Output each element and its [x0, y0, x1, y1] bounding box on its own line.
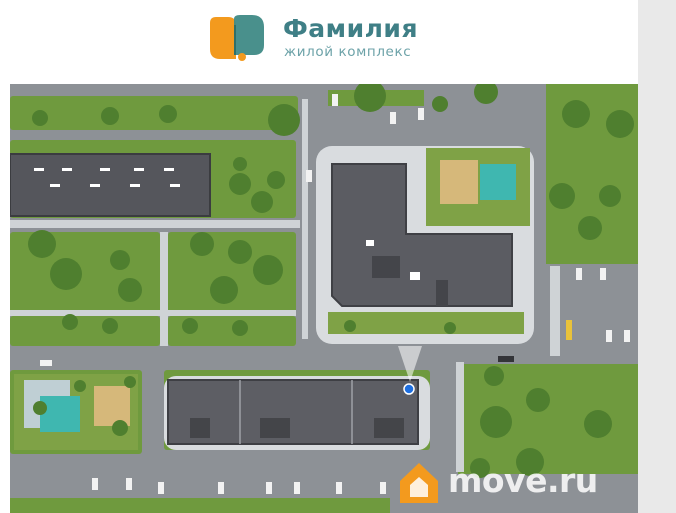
roof-element — [436, 280, 448, 306]
site-plan-map[interactable] — [10, 84, 638, 513]
header — [10, 0, 638, 84]
roof-marks — [34, 168, 180, 187]
playground-court — [480, 164, 516, 200]
house-icon — [400, 463, 438, 503]
view-cone — [398, 346, 422, 382]
roof-element — [372, 256, 400, 278]
brand-title: Фамилия — [283, 14, 418, 43]
watermark-text: move.ru — [448, 461, 598, 500]
school-bus — [566, 320, 572, 340]
roof-vent — [410, 272, 420, 280]
familia-logo-icon — [210, 15, 264, 61]
location-pin-icon[interactable] — [403, 383, 415, 395]
paved-paths — [10, 99, 560, 472]
playground-sand — [440, 160, 478, 204]
roof-vent — [366, 240, 374, 246]
site-plan-drawing — [10, 84, 638, 513]
trees — [28, 84, 634, 478]
parked-car-dark — [498, 356, 514, 362]
brand-subtitle: жилой комплекс — [284, 44, 412, 60]
courtyard-lawn — [328, 312, 524, 334]
right-margin-strip — [638, 0, 676, 513]
watermark: move.ru — [396, 459, 636, 507]
parked-cars — [40, 94, 630, 494]
